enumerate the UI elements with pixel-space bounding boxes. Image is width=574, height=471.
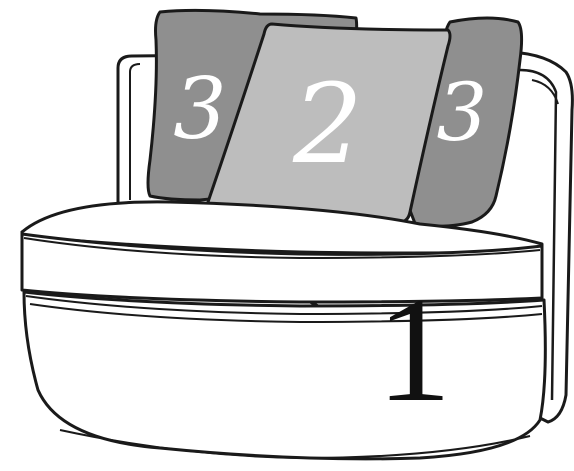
- seat-cushion-label: 1: [377, 267, 452, 433]
- chair-base: [24, 292, 545, 459]
- pillow-label-right: 3: [437, 66, 488, 159]
- pillow-label-center: 2: [292, 60, 363, 188]
- pillow-label-left: 3: [173, 60, 226, 158]
